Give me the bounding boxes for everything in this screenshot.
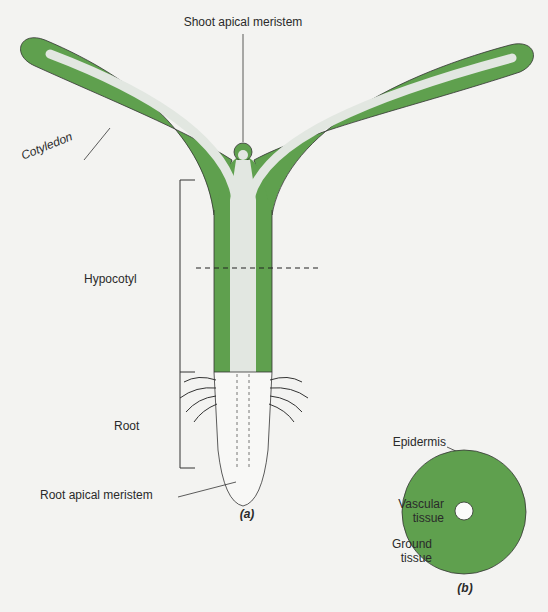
- root-hairs: [180, 377, 308, 422]
- root-body: [214, 372, 272, 506]
- meristem-bump: [234, 143, 252, 161]
- part-label: Cotyledon: [19, 121, 98, 164]
- panel-label: (b): [450, 582, 480, 596]
- part-label: Root: [114, 420, 174, 434]
- part-label: Vascular tissue: [386, 498, 444, 526]
- part-label: Epidermis: [384, 436, 446, 450]
- part-label: Hypocotyl: [84, 273, 174, 287]
- cotyledon-vascular: [250, 58, 512, 198]
- section-line: [196, 267, 322, 268]
- cotyledons: [21, 38, 534, 215]
- right-cotyledon: [254, 44, 533, 215]
- meristem-core: [238, 150, 248, 160]
- leader-lines: [84, 34, 458, 552]
- brackets: [180, 180, 195, 468]
- stem-outline: [214, 210, 215, 372]
- left-cotyledon: [21, 38, 232, 215]
- root-vascular: [237, 374, 238, 470]
- part-label: Shoot apical meristem: [168, 16, 318, 30]
- root-vascular: [249, 374, 250, 470]
- part-label: Root apical meristem: [40, 489, 180, 503]
- cotyledon-vascular: [50, 54, 236, 198]
- part-label: Ground tissue: [378, 538, 432, 566]
- stem-vascular: [230, 160, 256, 372]
- stem-outline: [272, 210, 273, 372]
- panel-label: (a): [232, 508, 262, 522]
